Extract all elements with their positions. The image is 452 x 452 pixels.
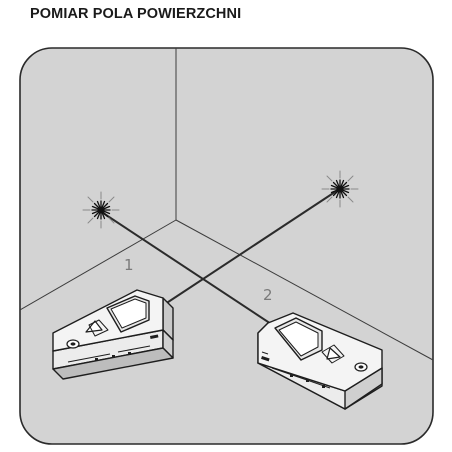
laser-spark-icon [321,170,359,208]
laser-rangefinder-device-icon [257,312,383,410]
laser-rangefinder-device-icon [52,289,174,380]
measurement-line-2 [152,187,342,313]
room-edges [20,48,433,361]
measurement-label-2: 2 [263,286,273,304]
measurement-line-1 [99,210,301,344]
laser-spark-icon [82,191,120,229]
page-title: POMIAR POLA POWIERZCHNI [30,6,242,22]
measurement-label-1: 1 [124,256,134,274]
